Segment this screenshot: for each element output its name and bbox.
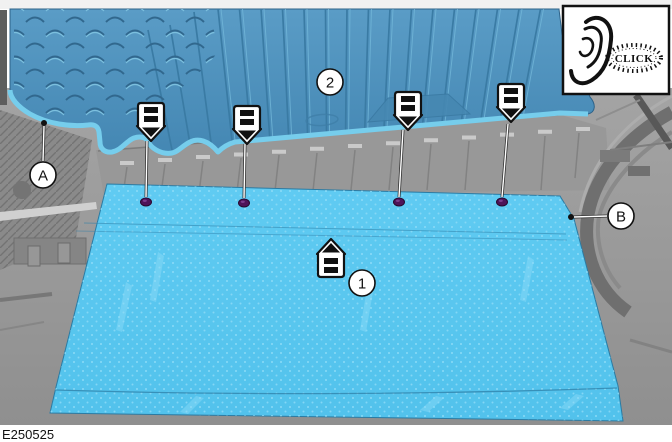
clip-icon [496, 197, 508, 207]
dimple-texture [14, 9, 218, 118]
lower-trim-panel [49, 183, 624, 422]
callout-b: B [607, 202, 635, 230]
retaining-clips [140, 197, 508, 208]
figure-id-label: E250525 [2, 427, 54, 442]
callout-a-label: A [38, 168, 48, 185]
click-burst-icon: CLICK [605, 43, 663, 73]
callout-2-label: 2 [326, 75, 334, 92]
leader-lines [41, 120, 608, 220]
embossed-logo [305, 113, 339, 127]
top-margin [0, 0, 672, 9]
callout-b-label: B [616, 209, 626, 226]
audio-cue-box: CLICK [561, 4, 671, 96]
ear-icon [569, 15, 614, 86]
clip-icon [140, 197, 152, 207]
click-label: CLICK [615, 53, 654, 65]
callout-1: 1 [348, 269, 376, 297]
callout-1-label: 1 [358, 276, 366, 293]
callout-a: A [29, 161, 57, 189]
panel-edge-highlight [7, 89, 589, 156]
sill-trim-strip [96, 114, 610, 196]
clip-icon [238, 198, 250, 208]
clip-icon [393, 197, 405, 207]
callout-2: 2 [316, 68, 344, 96]
